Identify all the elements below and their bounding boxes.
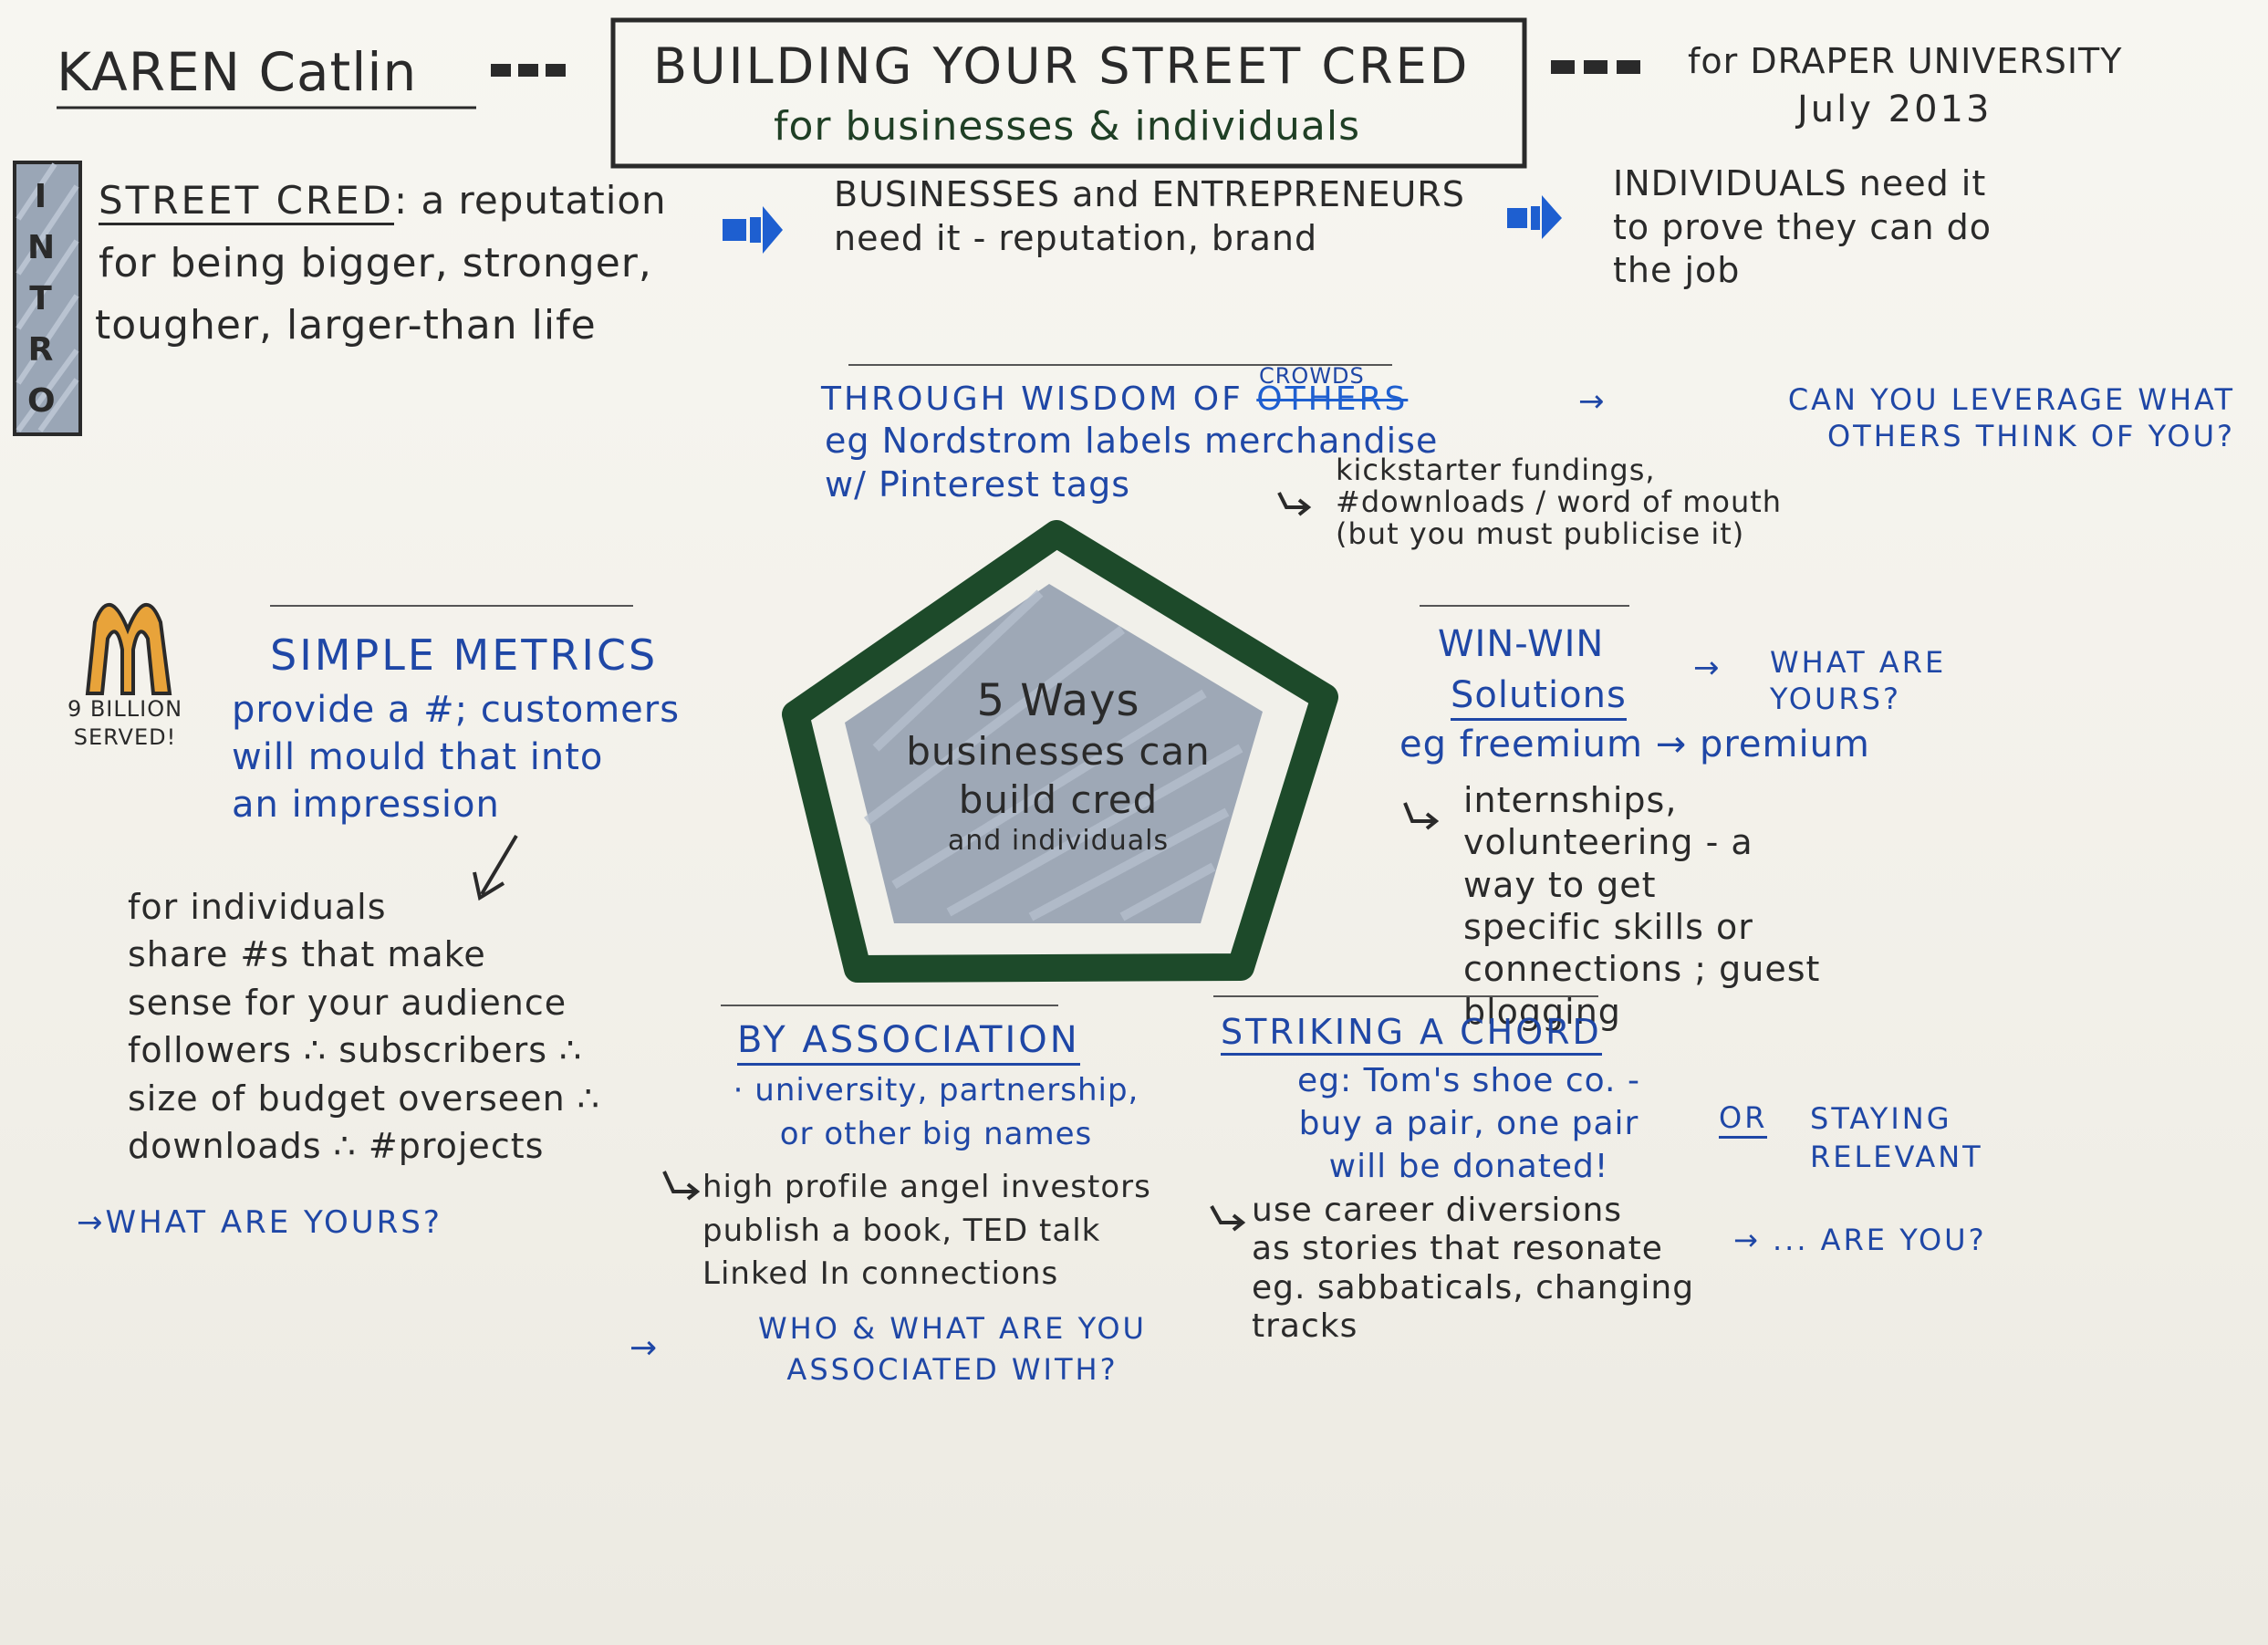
page-subtitle: for businesses & individuals — [774, 103, 1360, 150]
intro-tab-label: INTRO — [27, 178, 57, 420]
right-arrow-icon — [1507, 195, 1562, 239]
metrics-body: provide a #; customers will mould that i… — [232, 689, 681, 826]
relevant-question: ... ARE YOU? — [1772, 1223, 1987, 1257]
hook-arrows — [473, 492, 1440, 1232]
intro-definition-line2: for being bigger, stronger, — [99, 240, 652, 286]
winwin-heading-line2: Solutions — [1451, 673, 1627, 721]
right-arrow-icon — [723, 206, 783, 254]
metrics-individuals: for individuals share #s that make sense… — [128, 887, 600, 1167]
winwin-heading-line1: WIN-WIN — [1438, 623, 1605, 665]
association-question-arrow: → — [629, 1329, 659, 1367]
metrics-question: WHAT ARE YOURS? — [105, 1204, 442, 1241]
wisdom-heading-text: THROUGH WISDOM OF — [821, 380, 1243, 418]
golden-arches-logo — [85, 602, 172, 695]
relevant-question-arrow: → — [1733, 1223, 1773, 1257]
center-pentagon — [782, 520, 1338, 983]
association-body: · university, partnership, or other big … — [733, 1072, 1139, 1152]
metrics-heading: SIMPLE METRICS — [270, 630, 659, 680]
author-dashes — [491, 64, 566, 77]
page-title: BUILDING YOUR STREET CRED — [653, 37, 1471, 95]
winwin-example-a: eg freemium — [1399, 724, 1643, 765]
center-title-line1: 5 Ways — [976, 675, 1140, 726]
center-title: 5 Ways businesses can build cred and ind… — [858, 673, 1259, 859]
center-title-line3: build cred — [958, 776, 1159, 822]
intro-businesses-text: BUSINESSES and ENTREPRENEURS need it - r… — [834, 174, 1465, 258]
wisdom-kickstarter: kickstarter fundings, #downloads / word … — [1336, 453, 1783, 552]
chord-heading: STRIKING A CHORD — [1221, 1011, 1602, 1057]
guide-lines — [270, 364, 1629, 1006]
intro-tab — [13, 161, 82, 436]
chord-body: eg: Tom's shoe co. - buy a pair, one pai… — [1297, 1062, 1640, 1185]
author-name: KAREN Catlin — [57, 41, 418, 103]
association-heading: BY ASSOCIATION — [737, 1018, 1080, 1066]
center-title-line2: businesses can — [906, 729, 1211, 774]
wisdom-heading: THROUGH WISDOM OF OTHERS — [821, 380, 1408, 420]
wisdom-example: eg Nordstrom labels merchandise w/ Pinte… — [825, 421, 1439, 505]
logo-caption: 9 BILLION SERVED! — [67, 696, 183, 751]
event-dashes — [1551, 60, 1640, 74]
wisdom-struck-word: OTHERS — [1256, 380, 1409, 418]
relevant-or-label: OR — [1719, 1100, 1768, 1140]
wisdom-question-arrow: → — [1578, 383, 1606, 420]
association-question: WHO & WHAT ARE YOU ASSOCIATED WITH? — [758, 1311, 1147, 1387]
association-individuals: high profile angel investors publish a b… — [702, 1169, 1151, 1293]
title-box — [610, 17, 1527, 169]
winwin-example-arrow: → — [1655, 724, 1700, 765]
metrics-question-arrow: → — [77, 1204, 106, 1241]
center-title-line4: and individuals — [947, 825, 1170, 857]
winwin-question: WHAT ARE YOURS? — [1770, 645, 1947, 716]
intro-definition-line1: : a reputation — [393, 178, 667, 223]
winwin-example-b: premium — [1699, 724, 1870, 765]
intro-individuals-text: INDIVIDUALS need it to prove they can do… — [1613, 163, 1992, 290]
chord-individuals: use career diversions as stories that re… — [1252, 1192, 1695, 1346]
event-date: July 2013 — [1797, 88, 1992, 130]
relevant-question-row: → ... ARE YOU? — [1733, 1223, 1987, 1258]
winwin-example: eg freemium → premium — [1399, 723, 1870, 767]
relevant-heading: STAYING RELEVANT — [1810, 1101, 1983, 1174]
logo-letter: M — [60, 584, 62, 585]
intro-definition-line3: tougher, larger-than life — [95, 302, 597, 349]
event-name: for DRAPER UNIVERSITY — [1688, 41, 2123, 81]
winwin-individuals: internships, volunteering - a way to get… — [1463, 780, 1821, 1032]
metrics-question-row: →WHAT ARE YOURS? — [77, 1204, 442, 1242]
intro-term: STREET CRED — [99, 178, 394, 225]
wisdom-question: CAN YOU LEVERAGE WHAT OTHERS THINK OF YO… — [1787, 382, 2235, 453]
winwin-question-arrow: → — [1693, 650, 1721, 686]
wisdom-inserted-word: CROWDS — [1259, 363, 1365, 389]
